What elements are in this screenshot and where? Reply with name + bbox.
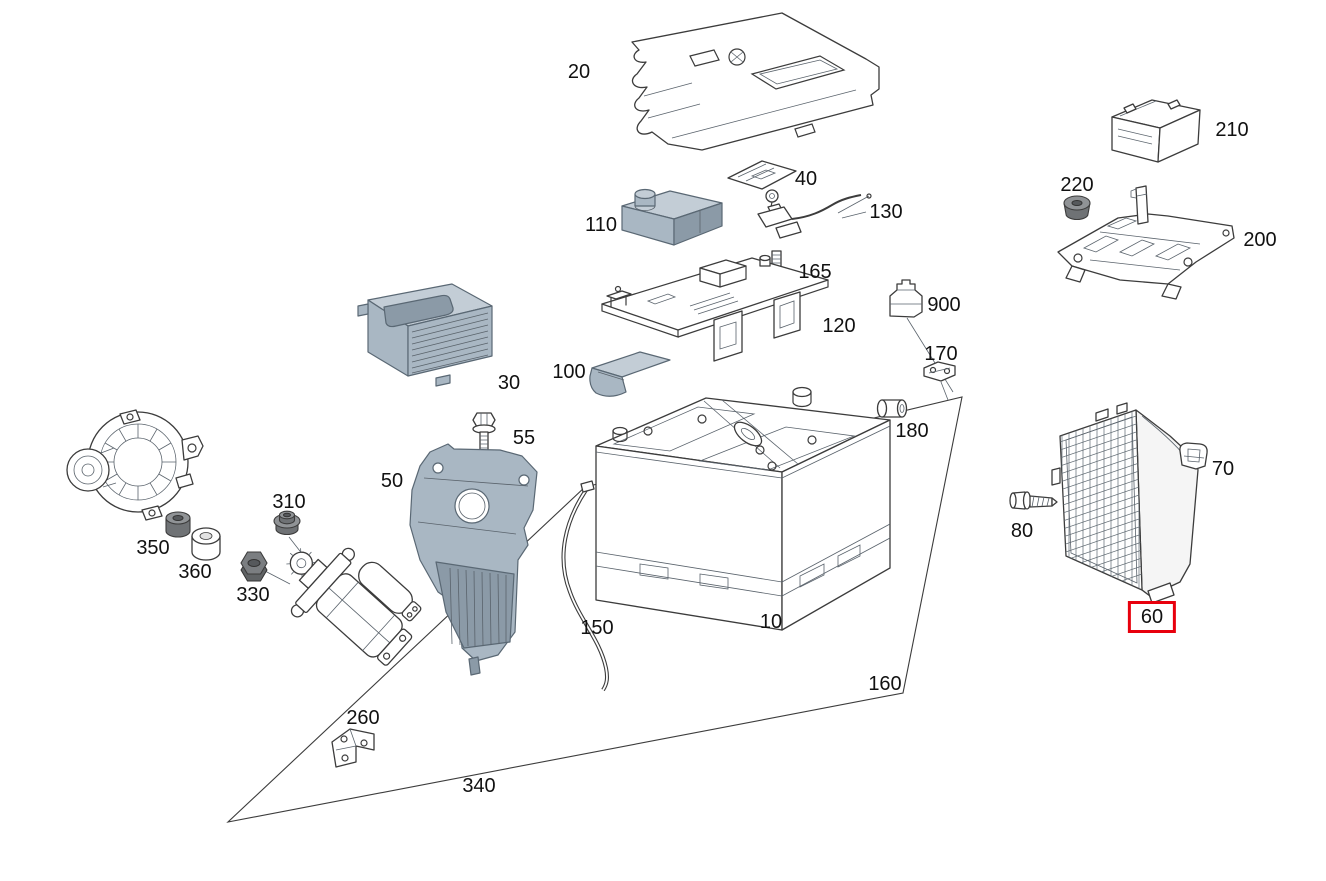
part-50-support-bracket[interactable]	[409, 443, 538, 676]
part-label-120[interactable]: 120	[822, 315, 856, 337]
part-80-screw[interactable]	[1009, 491, 1058, 510]
part-label-220[interactable]: 220	[1060, 174, 1094, 196]
part-label-100[interactable]: 100	[552, 361, 586, 383]
alternator-drawing[interactable]	[66, 409, 204, 521]
part-70-clip[interactable]	[1179, 442, 1208, 470]
starter-motor-drawing[interactable]	[261, 515, 434, 684]
part-label-60-selected[interactable]: 60	[1127, 601, 1177, 633]
part-330-nut[interactable]	[240, 551, 268, 582]
part-120-mounting-plate[interactable]	[601, 254, 829, 362]
part-label-160[interactable]: 160	[868, 673, 902, 695]
leader-lines	[264, 211, 954, 585]
part-150-cable[interactable]	[561, 480, 609, 692]
part-label-80[interactable]: 80	[1010, 520, 1034, 542]
part-200-battery-tray[interactable]	[1057, 185, 1235, 300]
part-label-165[interactable]: 165	[798, 261, 832, 283]
part-180-spacer[interactable]	[876, 399, 908, 418]
part-130-cable[interactable]	[757, 189, 872, 239]
part-label-130[interactable]: 130	[869, 201, 903, 223]
part-label-360[interactable]: 360	[178, 561, 212, 583]
part-label-340[interactable]: 340	[462, 775, 496, 797]
part-360-sleeve[interactable]	[191, 527, 221, 561]
part-label-310[interactable]: 310	[272, 491, 306, 513]
part-label-330[interactable]: 330	[236, 584, 270, 606]
part-label-180[interactable]: 180	[895, 420, 929, 442]
part-60-battery-box[interactable]	[1051, 400, 1199, 604]
part-110-bracket[interactable]	[621, 188, 723, 246]
part-label-170[interactable]: 170	[924, 343, 958, 365]
part-label-210[interactable]: 210	[1215, 119, 1249, 141]
part-350-grommet[interactable]	[165, 511, 191, 538]
part-label-350[interactable]: 350	[136, 537, 170, 559]
part-210-aux-battery[interactable]	[1111, 99, 1201, 163]
part-900-clip[interactable]	[889, 279, 923, 318]
part-170-clamp[interactable]	[923, 361, 956, 382]
part-55-bolt[interactable]	[472, 412, 496, 455]
part-label-30[interactable]: 30	[497, 372, 521, 394]
part-label-150[interactable]: 150	[580, 617, 614, 639]
part-220-grommet[interactable]	[1063, 195, 1091, 221]
part-label-110[interactable]: 110	[585, 214, 617, 236]
part-label-200[interactable]: 200	[1243, 229, 1277, 251]
part-label-10[interactable]: 10	[759, 611, 783, 633]
part-label-20[interactable]: 20	[567, 61, 591, 83]
part-label-70[interactable]: 70	[1211, 458, 1235, 480]
part-310-grommet[interactable]	[273, 510, 301, 536]
part-260-bracket[interactable]	[331, 728, 375, 768]
part-label-50[interactable]: 50	[380, 470, 404, 492]
part-10-battery[interactable]	[595, 386, 891, 631]
part-label-40[interactable]: 40	[794, 168, 818, 190]
part-100-cover[interactable]	[589, 351, 671, 397]
part-20-battery-cover[interactable]	[631, 12, 880, 151]
part-label-260[interactable]: 260	[346, 707, 380, 729]
part-label-900[interactable]: 900	[927, 294, 961, 316]
part-40-plate[interactable]	[727, 160, 797, 190]
part-30-control-module[interactable]	[357, 283, 493, 387]
part-label-55[interactable]: 55	[512, 427, 536, 449]
